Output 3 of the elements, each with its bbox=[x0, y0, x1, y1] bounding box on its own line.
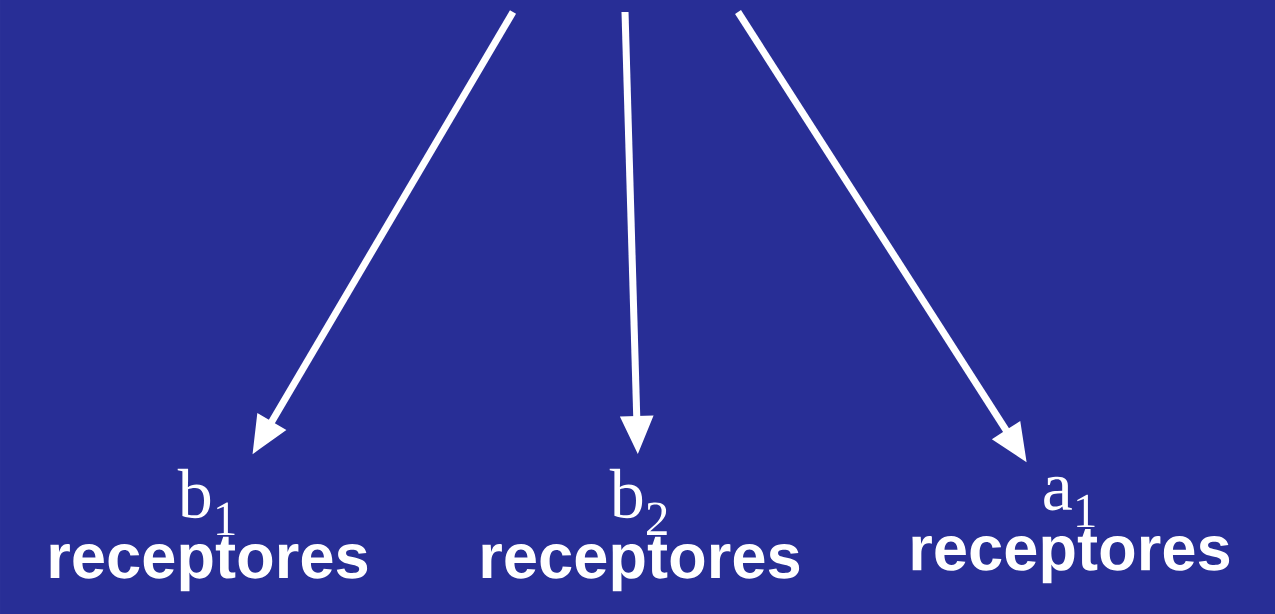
receptor-label: b$_{2}$ receptores bbox=[482, 468, 800, 592]
receptor-label: a$_{1}$ receptores bbox=[912, 476, 1230, 584]
receptor-label: b$_{1}$ receptores bbox=[50, 468, 368, 592]
